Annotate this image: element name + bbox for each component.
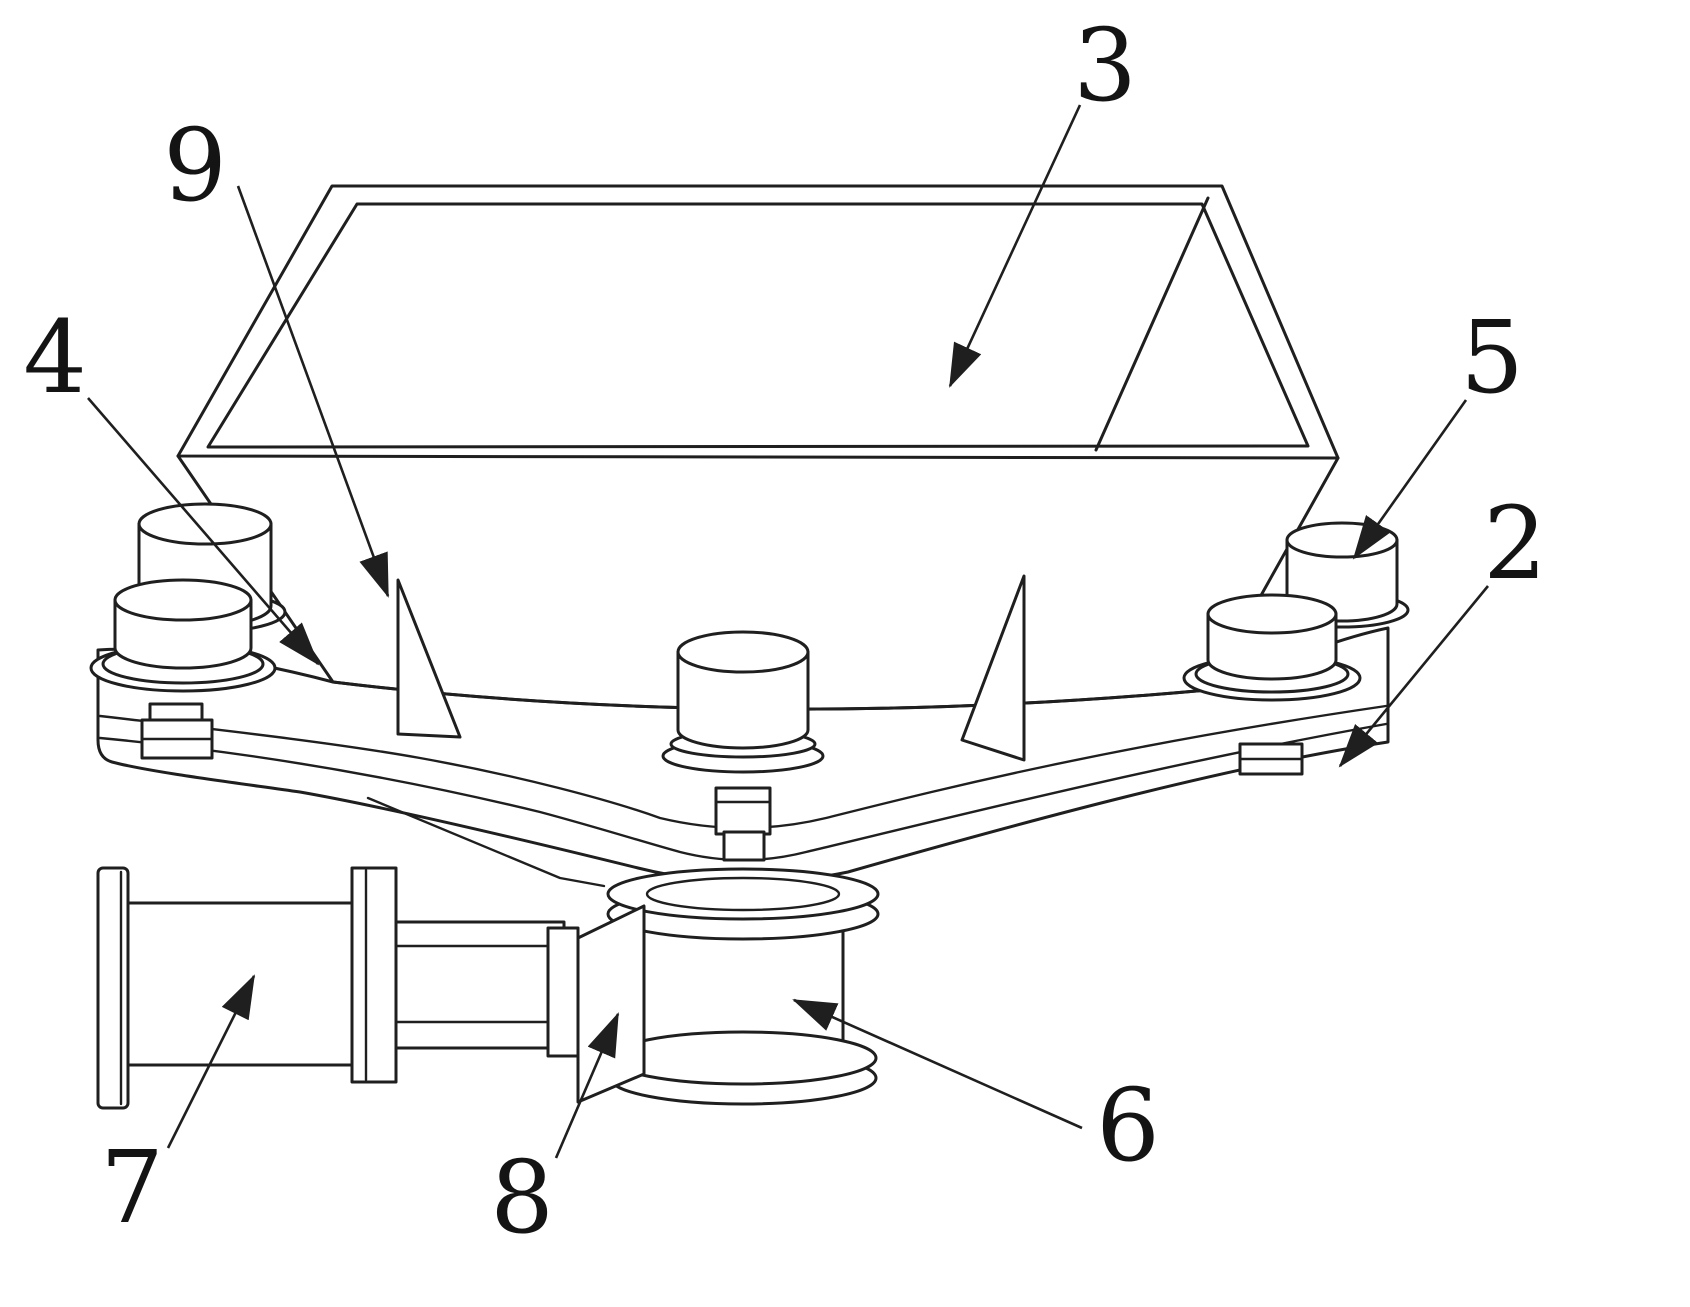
bottom-flange-upper-rim — [608, 1030, 878, 1086]
base-plate-underside-edge — [366, 796, 606, 888]
center-boss-body — [676, 650, 810, 750]
callout-5-leader — [1352, 399, 1468, 560]
callout-6: 6 — [792, 998, 1160, 1184]
callout-5-label: 5 — [1460, 299, 1524, 416]
callout-7-label: 7 — [100, 1129, 164, 1246]
left-rear-boss-top — [137, 502, 273, 546]
side-actuator — [96, 866, 646, 1110]
actuator-barrel — [126, 901, 362, 1067]
callout-3-label: 3 — [1073, 7, 1137, 124]
top-flange-upper-rim — [606, 867, 880, 921]
actuator-end-flange — [96, 866, 130, 1110]
callout-9: 9 — [163, 107, 390, 598]
gusset-ribs — [396, 574, 1026, 762]
base-plate-lamination-line-1 — [98, 704, 1388, 830]
hopper — [176, 184, 1340, 711]
callouts: 9 3 4 5 2 6 7 8 — [23, 7, 1547, 1256]
hopper-inner-wall-edge — [1094, 196, 1210, 452]
lower-support-cylinder — [606, 867, 880, 1106]
right-rear-boss-top — [1285, 521, 1399, 559]
left-bolt-block-upper — [148, 702, 204, 722]
callout-2: 2 — [1338, 485, 1547, 768]
stem-nut — [722, 830, 766, 862]
center-mount-stem — [714, 786, 772, 862]
actuator-collar — [546, 926, 580, 1058]
callout-9-label: 9 — [163, 107, 227, 224]
callout-8-label: 8 — [490, 1139, 554, 1256]
callout-2-label: 2 — [1483, 485, 1547, 602]
callout-6-leader — [792, 998, 1083, 1130]
callout-3: 3 — [948, 7, 1137, 388]
actuator-rod-section — [394, 920, 566, 1050]
callout-4: 4 — [23, 299, 320, 666]
callout-7: 7 — [100, 974, 256, 1246]
left-front-boss-top — [113, 578, 253, 622]
right-front-boss-top — [1206, 593, 1338, 635]
base-plate-lamination-line-2 — [98, 722, 1388, 862]
left-gusset-rib — [396, 578, 462, 739]
connector-plate — [576, 904, 646, 1104]
hopper-rim-inner — [206, 202, 1310, 449]
right-bosses — [1182, 521, 1410, 702]
callout-3-leader — [948, 104, 1082, 388]
center-boss-top — [676, 630, 810, 674]
left-bosses — [89, 502, 287, 693]
callout-7-leader — [166, 974, 256, 1149]
callout-9-leader — [236, 185, 390, 598]
callout-4-leader — [87, 397, 320, 666]
callout-5: 5 — [1352, 299, 1524, 560]
callout-8-leader — [554, 1012, 620, 1159]
callout-8: 8 — [490, 1012, 620, 1256]
right-gusset-rib — [960, 574, 1026, 762]
callout-4-label: 4 — [23, 299, 87, 416]
center-boss — [661, 630, 825, 774]
callout-6-label: 6 — [1096, 1067, 1160, 1184]
stem-block — [714, 786, 772, 836]
top-flange-inner-rim — [645, 876, 841, 912]
actuator-mid-flange — [350, 866, 398, 1084]
callout-2-leader — [1338, 585, 1490, 768]
